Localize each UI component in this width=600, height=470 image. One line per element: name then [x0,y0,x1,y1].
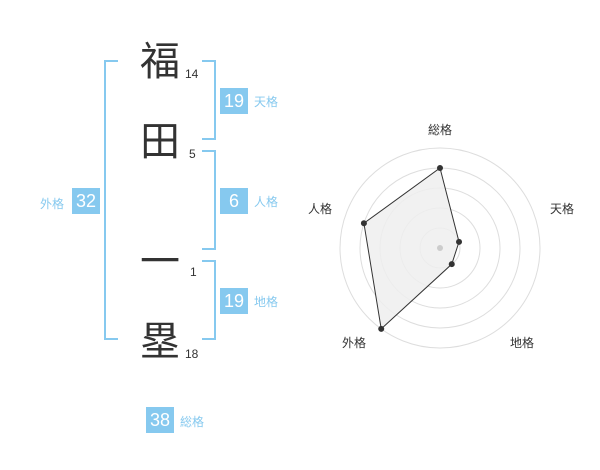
name-char-1: 福 [140,39,180,85]
radar-axis-label-soukaku: 総格 [428,122,452,137]
radar-axis-label-tenkaku: 天格 [550,201,574,216]
chikaku-value: 19 [220,288,248,314]
tenkaku-label: 天格 [254,95,279,109]
gaikaku-value: 32 [72,188,100,214]
chikaku-label: 地格 [254,295,279,309]
radar-center-dot [437,245,443,251]
soukaku-value: 38 [146,407,174,433]
gaikaku-label: 外格 [40,197,65,211]
name-char-4: 塁 [140,319,180,365]
gaikaku-bracket [104,60,118,340]
tenkaku-bracket [202,60,216,140]
radar-point [456,238,463,245]
stroke-count-4: 18 [185,347,199,361]
stroke-count-2: 5 [189,147,196,161]
radar-point [437,165,443,171]
soukaku-label: 総格 [180,415,205,429]
radar-axis-label-gaikaku: 外格 [342,335,366,350]
jinkaku-value: 6 [220,188,248,214]
stroke-count-1: 14 [185,67,199,81]
jinkaku-label: 人格 [254,195,279,209]
stroke-count-3: 1 [190,265,197,279]
name-char-3: 一 [140,239,180,285]
radar-axis-label-chikaku: 地格 [510,335,534,350]
radar-axis-label-jinkaku: 人格 [308,201,332,216]
name-char-2: 田 [140,119,180,165]
radar-area [363,167,460,330]
radar-point [448,261,455,268]
radar-point [360,220,367,227]
radar-point [378,325,385,332]
chikaku-bracket [202,260,216,340]
fortune-radar-chart: 総格 天格 地格 外格 人格 [308,122,574,350]
tenkaku-value: 19 [220,88,248,114]
jinkaku-bracket [202,150,216,250]
radar-ring [339,147,541,349]
